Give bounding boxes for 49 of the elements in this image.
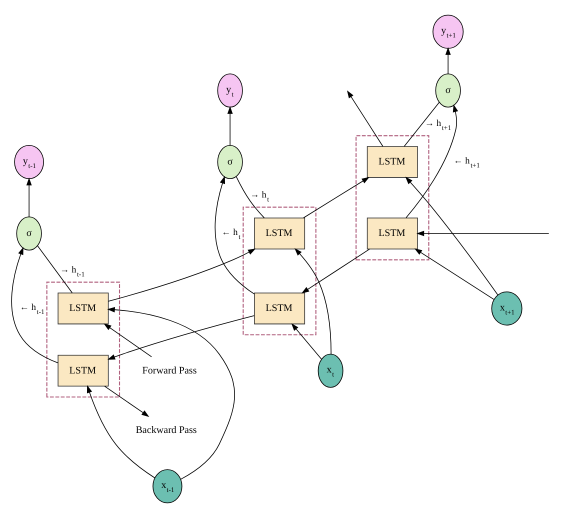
arrow: [301, 248, 370, 294]
arrow: [406, 104, 458, 218]
cluster: [356, 135, 430, 260]
node-text: Backward Pass: [136, 424, 197, 436]
connector: [236, 176, 265, 218]
node-ellipse: σ: [435, 73, 461, 108]
node-ellipse: σ: [16, 216, 42, 250]
arrow: [405, 176, 498, 296]
edge-label: ← h$_{t}$: [222, 228, 241, 242]
edge-label: → h$_{t+1}$: [424, 119, 452, 132]
arrow: [214, 176, 255, 294]
arrow: [347, 90, 384, 147]
node-ellipse: x$_{t}$: [318, 354, 344, 388]
edge-label: ← h$_{t+1}$: [453, 156, 480, 170]
arrow: [291, 323, 322, 360]
node-box: LSTM: [254, 292, 306, 324]
node-ellipse: x$_{t-1}$: [152, 469, 182, 504]
edge-label: → h$_{t-1}$: [60, 266, 85, 279]
connector: [404, 102, 440, 147]
arrow: [108, 248, 256, 302]
arrow: [104, 323, 152, 358]
arrow: [416, 230, 550, 236]
arrow: [107, 315, 255, 360]
cluster: [46, 282, 120, 398]
arrow: [11, 246, 58, 364]
arrow: [445, 47, 451, 74]
connector: [37, 245, 73, 294]
node-circle: x$_{t+1}$: [491, 291, 522, 326]
arrow: [303, 176, 370, 218]
cluster: [242, 206, 316, 336]
arrow: [104, 386, 150, 417]
node-text: Forward Pass: [142, 365, 197, 376]
node-box: LSTM: [58, 292, 109, 324]
arrow: [414, 248, 494, 300]
edge-label: → h$_{t}$: [250, 190, 270, 204]
node-box: LSTM: [254, 218, 306, 250]
node-circle: y$_{t+1}$: [432, 14, 464, 49]
node-ellipse: y$_{t-1}$: [14, 144, 44, 179]
arrow: [107, 307, 235, 480]
node-ellipse: y$_{t}$: [217, 73, 243, 108]
arrow: [294, 248, 332, 354]
node-box: LSTM: [58, 354, 109, 387]
arrow: [227, 106, 233, 146]
edge-label: ← h$_{t-1}$: [20, 303, 45, 316]
node-ellipse: σ: [217, 144, 243, 179]
node-box: LSTM: [366, 218, 418, 250]
arrow: [86, 385, 156, 478]
node-box: LSTM: [366, 146, 418, 178]
arrow: [26, 178, 32, 218]
